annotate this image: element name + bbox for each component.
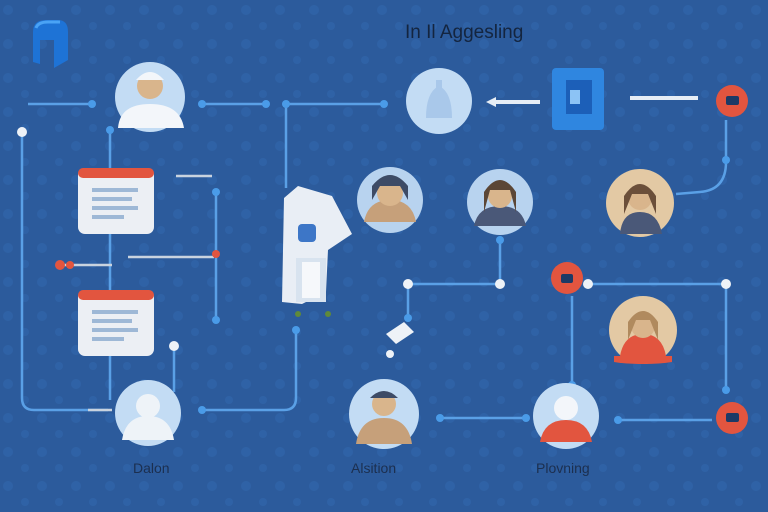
avatar bbox=[533, 383, 599, 449]
accent-badge bbox=[551, 262, 583, 294]
arrow-lines bbox=[492, 96, 698, 104]
presenter-figure bbox=[282, 186, 352, 317]
node-label-right: Plovning bbox=[536, 460, 590, 476]
diagram-title: In Il Aggesling bbox=[405, 22, 524, 43]
connector-nodes bbox=[88, 100, 730, 424]
arrow-head-icon bbox=[486, 97, 496, 107]
document-card bbox=[78, 168, 154, 234]
avatar bbox=[606, 169, 674, 237]
pointer-icon bbox=[386, 322, 414, 344]
accent-badge bbox=[716, 402, 748, 434]
avatar bbox=[609, 296, 677, 364]
accent-badge bbox=[716, 85, 748, 117]
avatar bbox=[357, 167, 423, 233]
avatar bbox=[467, 169, 533, 235]
orange-nodes bbox=[55, 250, 220, 270]
node-label-left: Dalon bbox=[133, 460, 170, 476]
logo-icon bbox=[33, 20, 68, 68]
white-nodes bbox=[17, 127, 731, 358]
connectors bbox=[20, 102, 728, 422]
node-label-middle: Alsition bbox=[351, 460, 397, 476]
bell-avatar bbox=[406, 68, 472, 134]
avatar bbox=[115, 62, 185, 132]
avatar bbox=[349, 379, 419, 449]
avatar bbox=[115, 380, 181, 446]
tablet-icon bbox=[552, 68, 604, 130]
document-card bbox=[78, 290, 154, 356]
